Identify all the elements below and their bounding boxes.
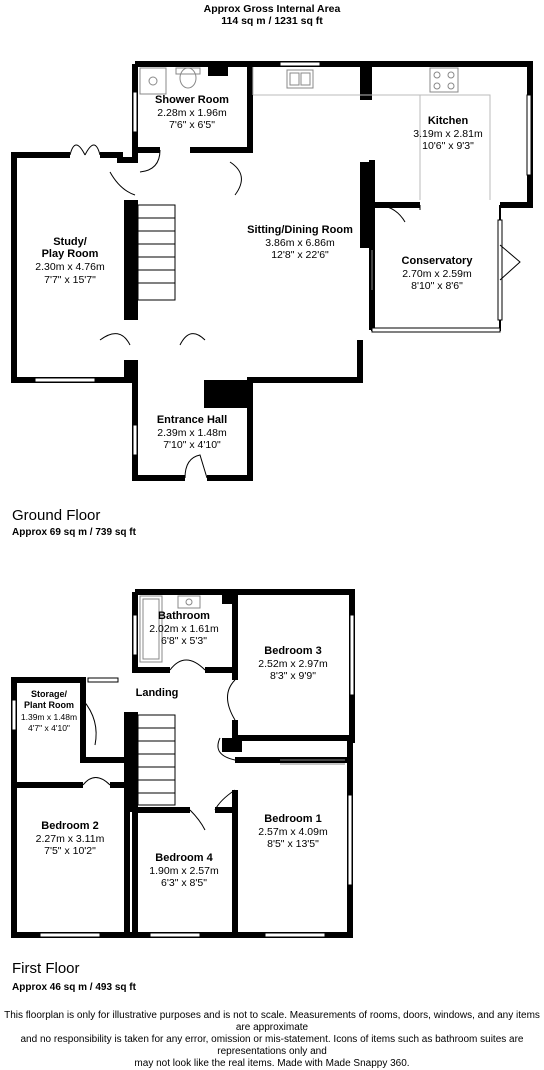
bedroom3-metric: 2.52m x 2.97m — [258, 658, 328, 670]
ff-stairs — [137, 714, 176, 806]
header-title: Approx Gross Internal Area — [203, 3, 341, 15]
bedroom1-imperial: 8'5" x 13'5" — [267, 838, 319, 850]
kitchen-name: Kitchen — [428, 115, 469, 127]
storage-imperial: 4'7" x 4'10" — [28, 723, 70, 733]
disclaimer-line2: and no responsibility is taken for any e… — [20, 1034, 524, 1057]
bedroom3-name: Bedroom 3 — [264, 645, 321, 657]
bedroom2-imperial: 7'5" x 10'2" — [44, 845, 96, 857]
bathroom-imperial: 6'8" x 5'3" — [161, 635, 207, 647]
gf-windows — [34, 61, 532, 456]
sitting-metric: 3.86m x 6.86m — [265, 237, 335, 249]
study-imperial: 7'7" x 15'7" — [44, 274, 96, 286]
basin-icon — [177, 595, 201, 609]
gf-wall-blocks — [124, 64, 372, 406]
shower-room-metric: 2.28m x 1.96m — [157, 107, 227, 119]
bath-icon — [139, 595, 163, 663]
first-floor-title: First Floor — [12, 960, 80, 977]
bedroom4-metric: 1.90m x 2.57m — [149, 865, 219, 877]
ground-floor-area: Approx 69 sq m / 739 sq ft — [12, 527, 136, 538]
gf-labels: Shower Room 2.28m x 1.96m 7'6" x 6'5" Ki… — [35, 94, 483, 451]
storage-name-line1: Storage/ — [31, 689, 68, 699]
ff-windows — [11, 614, 355, 938]
entrance-imperial: 7'10" x 4'10" — [163, 439, 221, 451]
bedroom4-name: Bedroom 4 — [155, 852, 213, 864]
kitchen-imperial: 10'6" x 9'3" — [422, 140, 474, 152]
gf-stairs — [137, 204, 176, 301]
bedroom4-imperial: 6'3" x 8'5" — [161, 877, 207, 889]
toilet-icon — [175, 67, 201, 89]
bedroom1-name: Bedroom 1 — [264, 813, 321, 825]
bedroom2-name: Bedroom 2 — [41, 820, 98, 832]
first-floor-area: Approx 46 sq m / 493 sq ft — [12, 982, 136, 993]
entrance-name: Entrance Hall — [157, 414, 227, 426]
sink-icon — [286, 69, 314, 89]
storage-metric: 1.39m x 1.48m — [21, 712, 77, 722]
ff-labels: Bathroom 2.02m x 1.61m 6'8" x 5'3" Bedro… — [21, 610, 328, 889]
ff-wardrobe — [280, 759, 345, 765]
gf-kitchen-counter — [252, 67, 491, 200]
bathroom-metric: 2.02m x 1.61m — [149, 623, 219, 635]
study-metric: 2.30m x 4.76m — [35, 261, 105, 273]
bedroom3-imperial: 8'3" x 9'9" — [270, 670, 316, 682]
header-area: 114 sq m / 1231 sq ft — [221, 15, 323, 27]
hob-icon — [429, 67, 459, 93]
sitting-name: Sitting/Dining Room — [247, 224, 353, 236]
landing-name: Landing — [136, 687, 179, 699]
gf-doors — [69, 144, 521, 479]
study-name-line1: Study/ — [53, 236, 87, 248]
conservatory-name: Conservatory — [402, 255, 474, 267]
shower-room-name: Shower Room — [155, 94, 229, 106]
bedroom2-metric: 2.27m x 3.11m — [36, 833, 105, 845]
conservatory-metric: 2.70m x 2.59m — [402, 268, 472, 280]
entrance-metric: 2.39m x 1.48m — [157, 427, 227, 439]
conservatory-imperial: 8'10" x 8'6" — [411, 280, 463, 292]
bathroom-name: Bathroom — [158, 610, 210, 622]
ground-floor-title: Ground Floor — [12, 507, 101, 524]
gf-shower-wall — [135, 64, 253, 153]
floorplan-drawing: Shower Room 2.28m x 1.96m 7'6" x 6'5" Ki… — [11, 61, 533, 938]
shower-icon — [139, 67, 167, 95]
disclaimer: This floorplan is only for illustrative … — [0, 1010, 544, 1070]
shower-room-imperial: 7'6" x 6'5" — [169, 119, 215, 131]
bedroom1-metric: 2.57m x 4.09m — [258, 826, 328, 838]
ff-wall-blocks — [124, 592, 242, 812]
disclaimer-line1: This floorplan is only for illustrative … — [4, 1010, 540, 1033]
ff-doors — [82, 659, 236, 831]
disclaimer-line3: may not look like the real items. Made w… — [134, 1058, 410, 1069]
kitchen-metric: 3.19m x 2.81m — [413, 128, 483, 140]
study-name-line2: Play Room — [42, 248, 99, 260]
storage-name-line2: Plant Room — [24, 700, 74, 710]
sitting-imperial: 12'8" x 22'6" — [271, 249, 329, 261]
